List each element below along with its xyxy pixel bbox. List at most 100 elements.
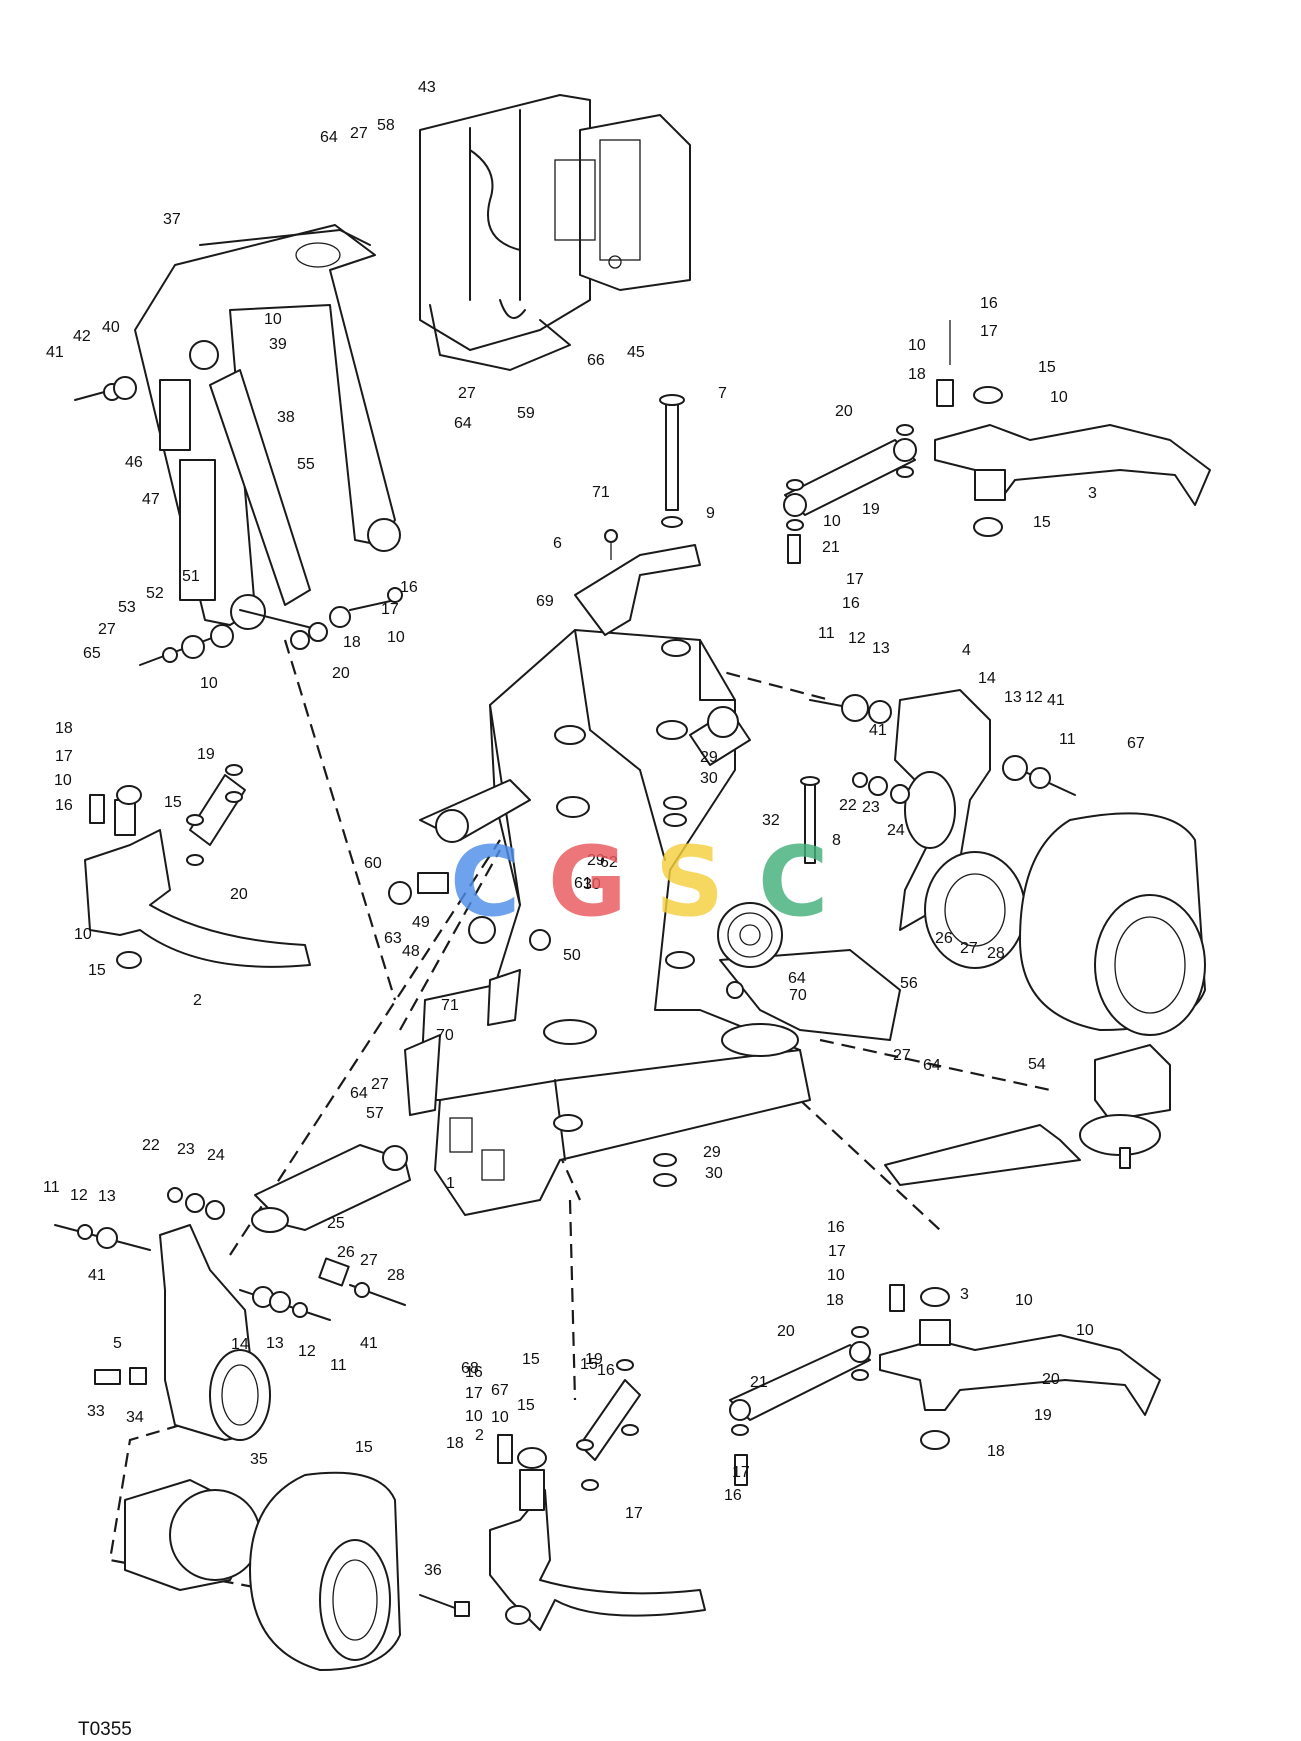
callout-11: 11 xyxy=(330,1357,347,1374)
callout-15: 15 xyxy=(517,1397,535,1414)
callout-15: 15 xyxy=(164,794,182,811)
callout-56: 56 xyxy=(900,975,918,992)
callout-27: 27 xyxy=(350,125,368,142)
callout-42: 42 xyxy=(73,328,91,345)
callout-18: 18 xyxy=(987,1443,1005,1460)
callout-64: 64 xyxy=(788,970,806,987)
callout-14: 14 xyxy=(231,1336,249,1353)
callout-19: 19 xyxy=(862,501,880,518)
callout-30: 30 xyxy=(705,1165,723,1182)
callout-46: 46 xyxy=(125,454,143,471)
callout-30: 30 xyxy=(583,876,601,893)
callout-15: 15 xyxy=(1038,359,1056,376)
callout-16: 16 xyxy=(55,797,73,814)
callout-70: 70 xyxy=(436,1027,454,1044)
left-upper-caster xyxy=(84,764,311,969)
callout-51: 51 xyxy=(182,568,200,585)
lower-mid-caster xyxy=(489,1359,706,1631)
callout-41: 41 xyxy=(88,1267,106,1284)
callout-12: 12 xyxy=(848,630,866,647)
callout-48: 48 xyxy=(402,943,420,960)
callout-55: 55 xyxy=(297,456,315,473)
callout-16: 16 xyxy=(842,595,860,612)
callout-16: 16 xyxy=(827,1219,845,1236)
callout-52: 52 xyxy=(146,585,164,602)
callout-11: 11 xyxy=(1059,731,1076,748)
callout-20: 20 xyxy=(332,665,350,682)
callout-60: 60 xyxy=(364,855,382,872)
callout-18: 18 xyxy=(908,366,926,383)
callout-34: 34 xyxy=(126,1409,144,1426)
callout-25: 25 xyxy=(327,1215,345,1232)
callout-10: 10 xyxy=(827,1267,845,1284)
callout-10: 10 xyxy=(1076,1322,1094,1339)
lower-wheel-assembly xyxy=(124,1471,470,1671)
callout-59: 59 xyxy=(517,405,535,422)
callout-17: 17 xyxy=(465,1385,483,1402)
callout-10: 10 xyxy=(491,1409,509,1426)
callout-40: 40 xyxy=(102,319,120,336)
callout-35: 35 xyxy=(250,1451,268,1468)
callout-13: 13 xyxy=(266,1335,284,1352)
callout-63: 63 xyxy=(384,930,402,947)
callout-29: 29 xyxy=(700,749,718,766)
callout-12: 12 xyxy=(1025,689,1043,706)
callout-17: 17 xyxy=(55,748,73,765)
main-chassis xyxy=(388,394,901,1216)
callout-27: 27 xyxy=(458,385,476,402)
callout-26: 26 xyxy=(935,930,953,947)
callout-19: 19 xyxy=(1034,1407,1052,1424)
callout-33: 33 xyxy=(87,1403,105,1420)
callout-10: 10 xyxy=(1050,389,1068,406)
callout-28: 28 xyxy=(987,945,1005,962)
callout-29: 29 xyxy=(703,1144,721,1161)
callout-39: 39 xyxy=(269,336,287,353)
callout-15: 15 xyxy=(580,1356,598,1373)
callout-41: 41 xyxy=(46,344,64,361)
callout-17: 17 xyxy=(846,571,864,588)
callout-11: 11 xyxy=(43,1179,60,1196)
watermark-letter: C xyxy=(758,826,828,938)
callout-61: 61 xyxy=(574,875,592,892)
callout-30: 30 xyxy=(700,770,718,787)
callout-9: 9 xyxy=(706,505,715,522)
callout-71: 71 xyxy=(592,484,610,501)
callout-24: 24 xyxy=(207,1147,225,1164)
lower-right-caster xyxy=(729,1284,1161,1486)
callout-70: 70 xyxy=(789,987,807,1004)
callout-10: 10 xyxy=(200,675,218,692)
callout-10: 10 xyxy=(1015,1292,1033,1309)
callout-12: 12 xyxy=(298,1343,316,1360)
callout-36: 36 xyxy=(424,1562,442,1579)
callout-64: 64 xyxy=(320,129,338,146)
callout-71: 71 xyxy=(441,997,459,1014)
callout-20: 20 xyxy=(230,886,248,903)
callout-57: 57 xyxy=(366,1105,384,1122)
callout-65: 65 xyxy=(83,645,101,662)
callout-23: 23 xyxy=(862,799,880,816)
fmg-plate xyxy=(159,379,191,451)
callout-13: 13 xyxy=(1004,689,1022,706)
callout-64: 64 xyxy=(350,1085,368,1102)
callout-1: 1 xyxy=(446,1175,455,1192)
callout-8: 8 xyxy=(832,832,841,849)
callout-21: 21 xyxy=(750,1374,768,1391)
callout-23: 23 xyxy=(177,1141,195,1158)
callout-27: 27 xyxy=(360,1252,378,1269)
callout-27: 27 xyxy=(98,621,116,638)
callout-18: 18 xyxy=(55,720,73,737)
callout-69: 69 xyxy=(536,593,554,610)
callout-37: 37 xyxy=(163,211,181,228)
callout-27: 27 xyxy=(960,940,978,957)
upper-arm-assembly xyxy=(74,224,403,666)
callout-10: 10 xyxy=(264,311,282,328)
callout-16: 16 xyxy=(597,1362,615,1379)
callout-32: 32 xyxy=(762,812,780,829)
callout-3: 3 xyxy=(1088,485,1097,502)
callout-10: 10 xyxy=(54,772,72,789)
callout-67: 67 xyxy=(1127,735,1145,752)
callout-54: 54 xyxy=(1028,1056,1046,1073)
right-top-caster xyxy=(783,320,1211,564)
